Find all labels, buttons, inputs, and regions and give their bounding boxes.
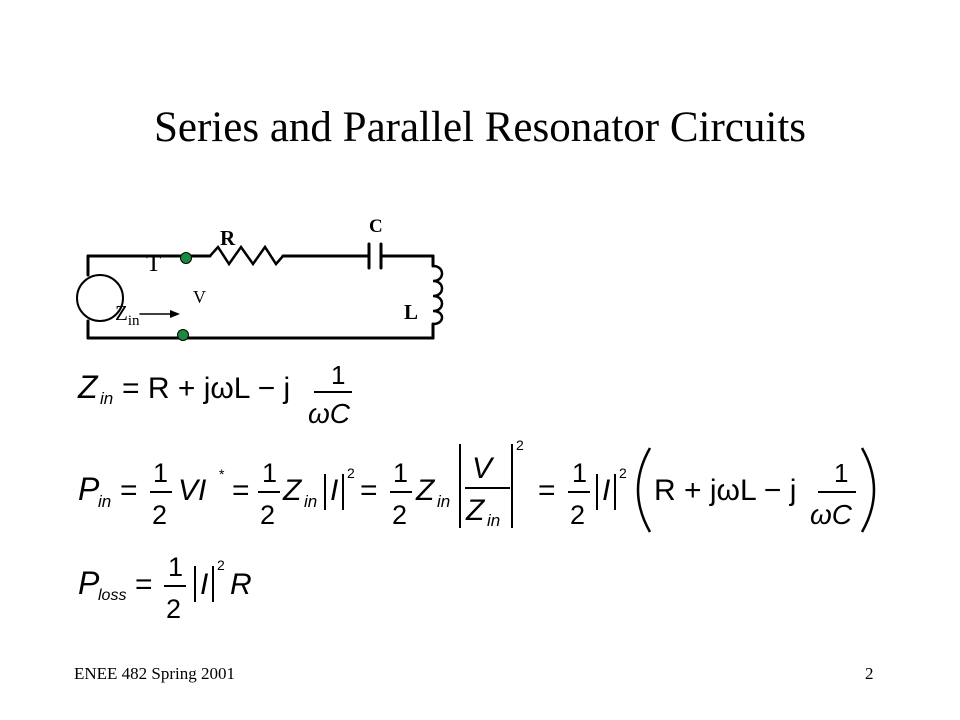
label-terminal-t: T — [146, 250, 161, 277]
svg-text:=: = — [360, 474, 378, 507]
svg-text:Z: Z — [415, 474, 436, 507]
svg-text:2: 2 — [347, 465, 355, 481]
label-capacitor: C — [369, 216, 383, 237]
svg-text:ωC: ωC — [810, 499, 853, 530]
svg-text:1: 1 — [262, 458, 277, 488]
footer-course: ENEE 482 Spring 2001 — [74, 664, 236, 683]
svg-text:=: = — [232, 474, 250, 507]
svg-text:in: in — [437, 492, 450, 511]
svg-text:P: P — [78, 565, 100, 601]
svg-text:1: 1 — [168, 552, 183, 582]
inductor-symbol — [431, 264, 444, 326]
svg-text:2: 2 — [152, 500, 167, 530]
label-zin: Zin — [115, 301, 140, 329]
slide-title: Series and Parallel Resonator Circuits — [153, 104, 806, 151]
svg-text:I: I — [330, 474, 338, 507]
svg-text:2: 2 — [217, 557, 225, 573]
svg-text:I: I — [200, 568, 208, 601]
svg-text:Z: Z — [282, 474, 303, 507]
svg-text:=: = — [120, 474, 138, 507]
terminal-bottom — [177, 329, 189, 341]
svg-text:P: P — [78, 471, 100, 507]
svg-text:=: = — [538, 474, 556, 507]
svg-text:loss: loss — [98, 587, 126, 604]
label-resistor: R — [220, 226, 236, 250]
svg-text:2: 2 — [570, 500, 585, 530]
zin-arrow-head — [170, 310, 180, 318]
label-voltage: V — [193, 287, 206, 307]
svg-text:ωC: ωC — [308, 398, 351, 429]
svg-text:2: 2 — [166, 594, 181, 624]
svg-text:Z: Z — [465, 494, 486, 527]
svg-text:R: R — [230, 568, 252, 601]
svg-text:2: 2 — [516, 437, 524, 453]
svg-text:2: 2 — [619, 465, 627, 481]
svg-text:1: 1 — [331, 360, 345, 390]
svg-text:I: I — [602, 474, 610, 507]
footer-page-number: 2 — [865, 664, 874, 683]
svg-text:=: = — [135, 568, 153, 601]
terminal-top — [180, 252, 192, 264]
svg-text:in: in — [487, 511, 500, 530]
voltage-source — [76, 274, 124, 322]
resistor-symbol — [208, 244, 285, 267]
svg-text:R + jωL − j: R + jωL − j — [654, 474, 796, 507]
svg-text:Z: Z — [77, 369, 99, 405]
svg-text:V: V — [472, 452, 495, 485]
svg-text:2: 2 — [392, 500, 407, 530]
svg-text:*: * — [219, 466, 225, 482]
svg-text:1: 1 — [572, 458, 587, 488]
svg-text:VI: VI — [178, 474, 206, 507]
equation-ploss: P loss = 1 2 I 2 R — [78, 552, 252, 624]
svg-text:1: 1 — [153, 458, 168, 488]
equation-pin: P in = 1 2 VI * = 1 2 Z in I 2 = 1 2 Z i… — [78, 437, 876, 533]
svg-text:in: in — [100, 389, 113, 408]
label-inductor: L — [404, 300, 418, 324]
svg-text:1: 1 — [393, 458, 408, 488]
equation-zin: Z in = R + jωL − j 1 ωC — [77, 360, 352, 429]
svg-text:= R + jωL − j: = R + jωL − j — [122, 372, 290, 405]
svg-text:in: in — [304, 492, 317, 511]
svg-text:2: 2 — [260, 500, 275, 530]
svg-text:1: 1 — [834, 458, 848, 488]
circuit-diagram — [76, 242, 444, 340]
svg-text:in: in — [98, 492, 111, 511]
